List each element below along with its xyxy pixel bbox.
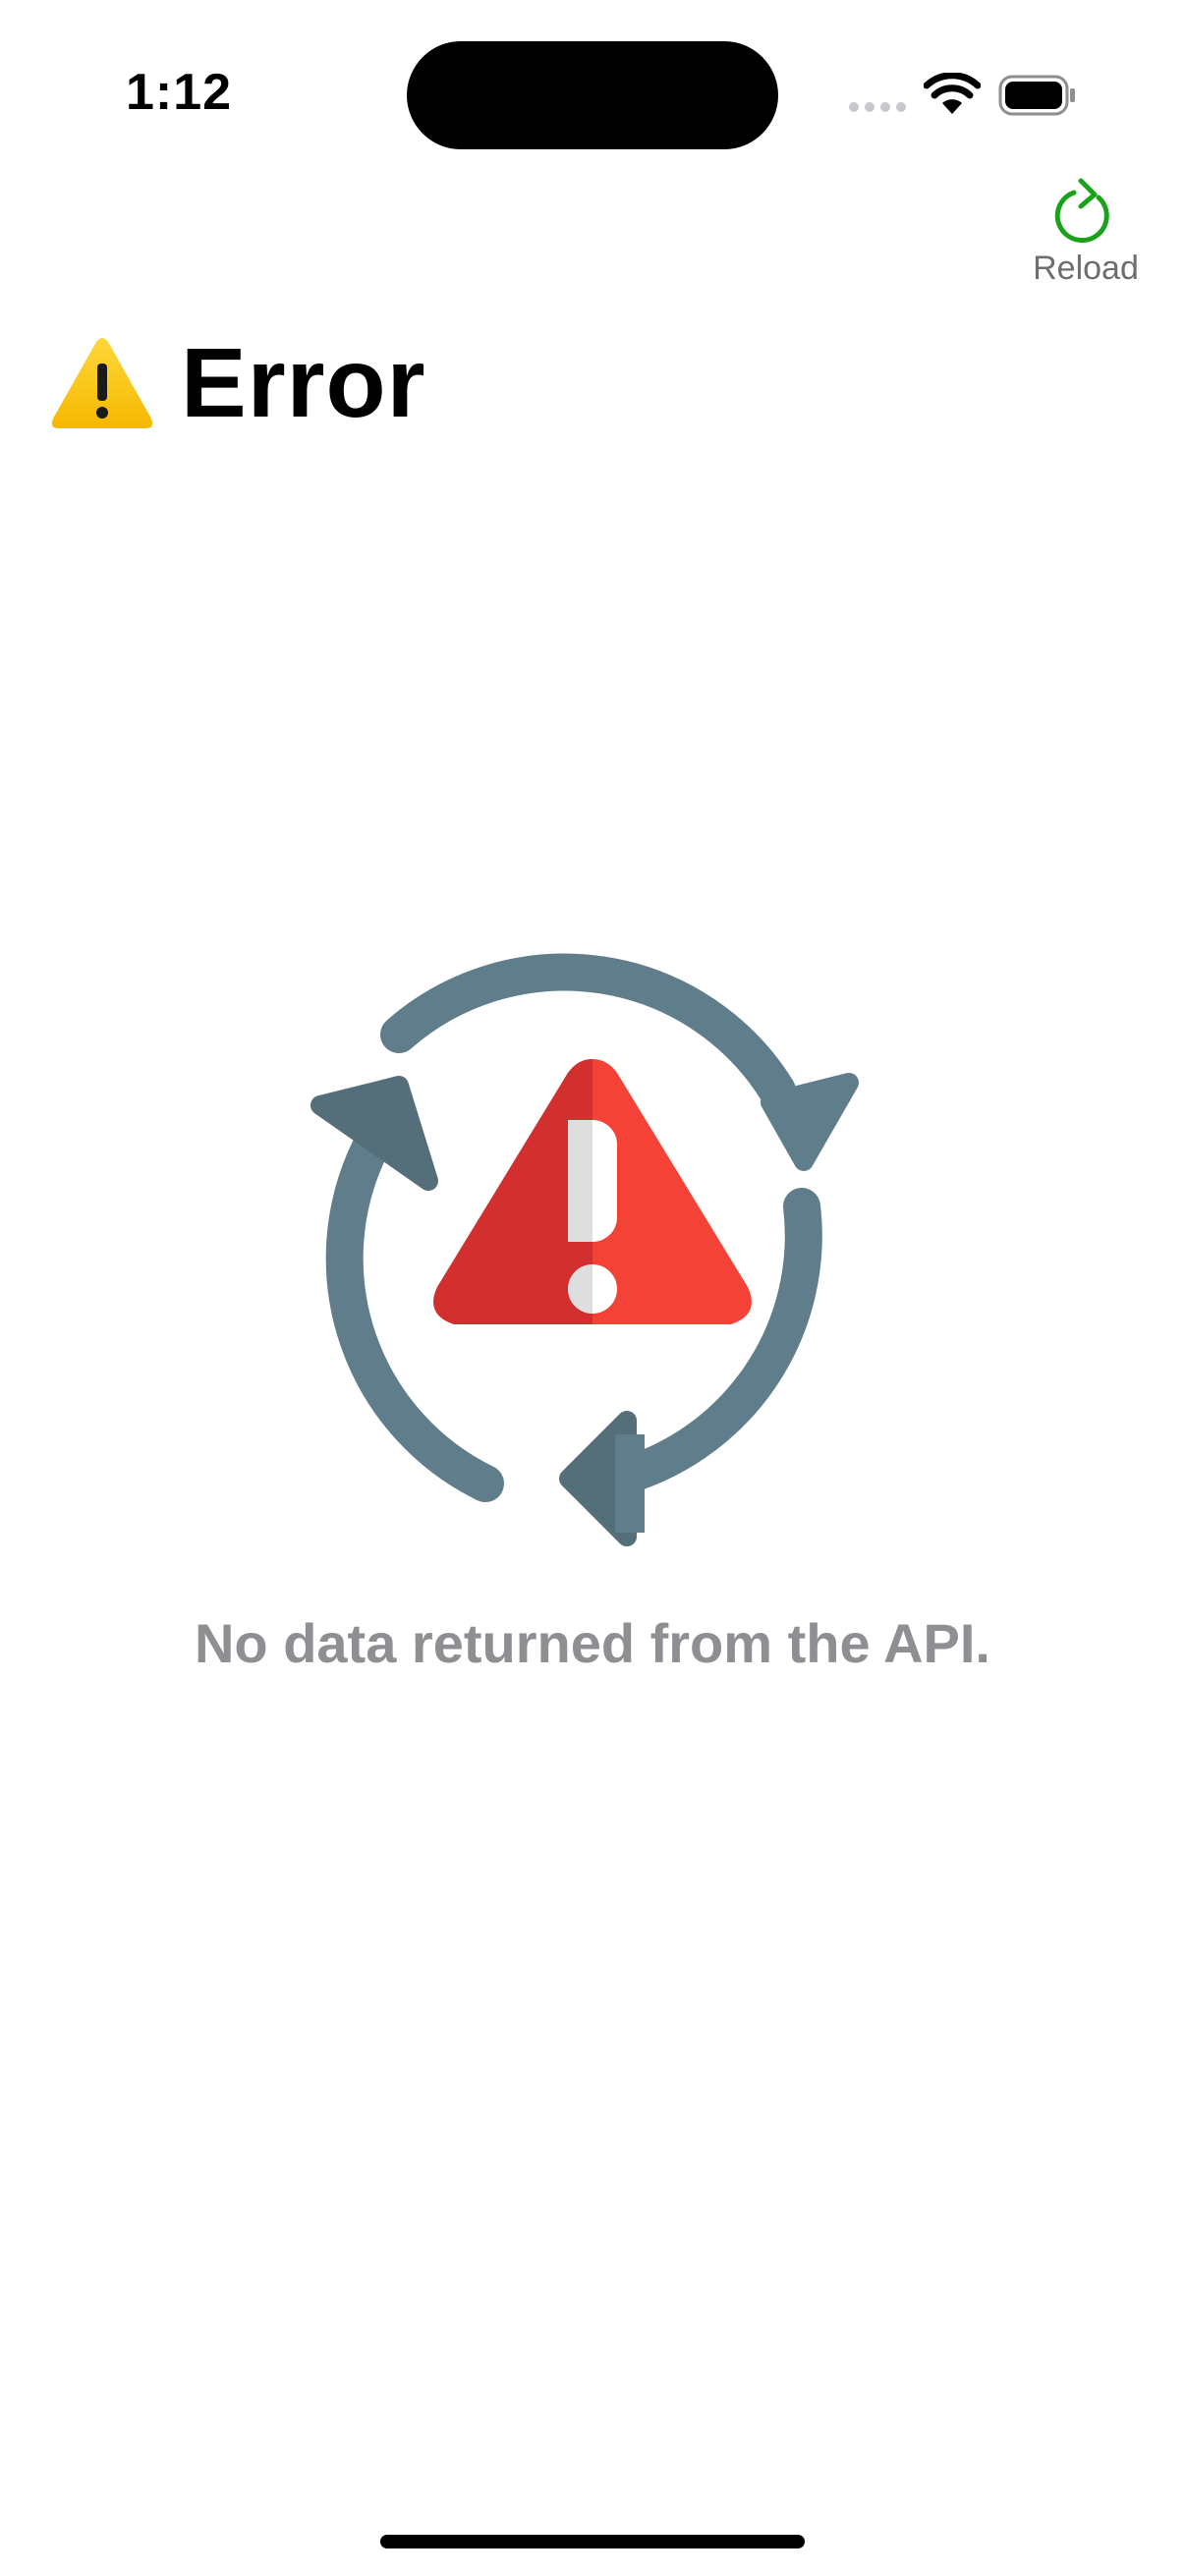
error-message: No data returned from the API. [194, 1612, 990, 1674]
page-title: Error [181, 327, 426, 438]
page-header: Error [49, 324, 426, 442]
arrow-clockwise-icon [1054, 178, 1109, 244]
status-time: 1:12 [126, 64, 233, 121]
reload-button[interactable]: Reload [1022, 169, 1150, 297]
warning-triangle-icon [51, 338, 153, 428]
cellular-signal-icon [849, 102, 906, 112]
dynamic-island [407, 41, 778, 149]
wifi-icon [924, 73, 981, 114]
refresh-arrows-icon [325, 953, 822, 1502]
battery-icon [998, 75, 1075, 116]
reload-label: Reload [1033, 250, 1139, 287]
error-sync-icon [310, 953, 859, 1546]
home-indicator [380, 2535, 805, 2548]
